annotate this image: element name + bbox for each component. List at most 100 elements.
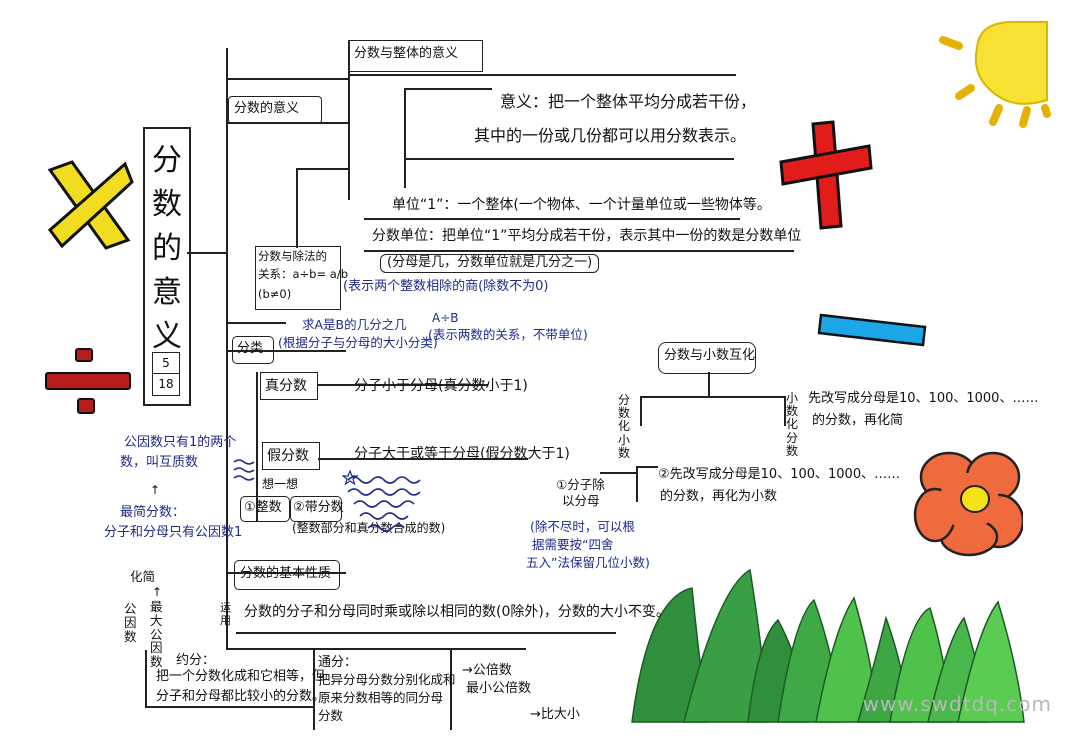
ratio-formula: A÷B <box>432 311 459 325</box>
grass-icon <box>631 568 1025 723</box>
simplest-line1: 最简分数： <box>120 505 186 520</box>
mixed-label-mixed: ②带分数 <box>293 500 344 515</box>
connector <box>236 632 616 634</box>
meaning-def-line1: 意义：把一个整体平均分成若干份， <box>500 92 757 111</box>
division-relation-line1: 分数与除法的 <box>258 249 327 263</box>
connector <box>364 218 740 220</box>
watermark: www.swdtdq.com <box>862 692 1052 716</box>
frac-to-dec-div-line1: ①分子除 <box>556 477 605 492</box>
reduce-def-line1: 把一个分数化成和它相等，但 <box>156 669 326 684</box>
connector <box>640 396 642 426</box>
connector <box>364 250 794 252</box>
interconvert-header-box <box>658 342 756 374</box>
connector <box>226 322 286 324</box>
divide-symbol-icon <box>45 348 131 414</box>
fraction-unit-text: 分数单位：把单位“1”平均分成若干份，表示其中一份的数是分数单位 <box>372 228 802 244</box>
connector <box>145 706 313 708</box>
frac-to-dec-note-line1: (除不尽时，可以根 <box>530 519 635 534</box>
classify-header-box <box>232 336 274 364</box>
division-note: (表示两个整数相除的商(除数不为0) <box>343 279 549 294</box>
title-char: 义 <box>152 319 182 354</box>
coprime-line1: 公因数只有1的两个 <box>124 435 237 450</box>
connector <box>784 396 786 426</box>
lcm-line1: →公倍数 <box>462 663 512 678</box>
proper-def: 分子小于分母(真分数小于1) <box>354 378 528 394</box>
dec-to-frac-vertical: 小数化分数 <box>786 391 799 458</box>
frac-to-dec-div-line2: 以分母 <box>562 493 600 508</box>
connector <box>404 158 734 160</box>
frac-to-dec-note-line2: 据需要按“四舍 <box>532 537 614 552</box>
lesson-numerator: 5 <box>162 356 170 370</box>
connector <box>404 88 492 90</box>
mixed-label-integer: ①整数 <box>244 500 282 515</box>
meaning-header: 分数的意义 <box>234 101 300 116</box>
connector <box>708 372 710 396</box>
improper-header: 假分数 <box>267 448 309 464</box>
connector <box>187 252 227 254</box>
classify-header: 分类 <box>237 341 264 356</box>
connector <box>318 384 488 386</box>
mixed-number-box <box>290 496 342 522</box>
frac-to-dec-vertical: 分数化小数 <box>618 393 631 460</box>
connector <box>226 122 348 124</box>
unit1-header: 分数与整体的意义 <box>354 46 459 61</box>
common-header: 通分： <box>318 655 358 670</box>
frac-to-dec-note-line3: 五入”法保留几位小数) <box>526 555 650 570</box>
basic-property-header: 分数的基本性质 <box>240 566 332 581</box>
connector <box>636 466 658 468</box>
reduce-header: 约分： <box>176 653 216 668</box>
connector <box>226 572 346 574</box>
wave-doodle <box>347 476 421 532</box>
connector <box>313 650 315 730</box>
connector <box>600 472 636 474</box>
simplest-label: 化简 <box>130 569 156 584</box>
connector <box>226 648 526 650</box>
connector <box>640 396 785 398</box>
meaning-header-box <box>228 96 322 124</box>
plus-symbol-icon <box>779 120 873 230</box>
apply-label: 运用 <box>220 601 231 627</box>
common-def-line1: 把异分母分数分别化成和 <box>318 672 456 687</box>
common-def-line3: 分数 <box>318 708 344 723</box>
fraction-of-number-line1: 求A是B的几分之几 <box>302 317 407 332</box>
reduce-def-line2: 分子和分母都比较小的分数。 <box>156 689 326 704</box>
basic-property-def: 分数的分子和分母同时乘或除以相同的数(0除外)，分数的大小不变。 <box>244 604 670 620</box>
connector <box>296 168 348 170</box>
interconvert-header: 分数与小数互化 <box>664 348 756 363</box>
connector <box>226 350 346 352</box>
proper-header: 真分数 <box>265 378 307 394</box>
ratio-note: (表示两数的关系，不带单位) <box>428 327 588 342</box>
connector <box>450 650 452 730</box>
gcd-vertical: 公因数 <box>124 601 137 644</box>
sun-icon <box>939 21 1051 128</box>
title-char: 分 <box>152 143 182 178</box>
integer-box <box>240 496 290 522</box>
minus-symbol-icon <box>817 313 927 347</box>
dec-to-frac-line2: 的分数，再化简 <box>812 413 904 428</box>
connector <box>348 40 350 200</box>
lesson-denominator: 18 <box>153 373 179 394</box>
coprime-line2: 数，叫互质数 <box>120 455 199 470</box>
connector <box>348 74 736 76</box>
connector <box>636 466 638 502</box>
arrow-up: ↑ <box>150 483 161 497</box>
multiply-symbol-icon <box>47 160 134 250</box>
proper-header-box <box>260 372 318 400</box>
compare-text: →比大小 <box>530 707 580 722</box>
meaning-def-line2: 其中的一份或几份都可以用分数表示。 <box>474 126 747 145</box>
connector <box>404 88 406 188</box>
frac-to-dec-alt-line1: ②先改写成分母是10、100、1000、…… <box>658 467 901 482</box>
lcm-line2: 最小公倍数 <box>466 681 532 696</box>
title-box: 分 数 的 意 义 <box>143 127 191 406</box>
connector <box>256 372 258 522</box>
improper-header-box <box>262 442 320 470</box>
connector <box>226 78 348 80</box>
frac-to-dec-alt-line2: 的分数，再化为小数 <box>660 489 778 504</box>
gcd-greatest-vertical: 最大公因数 <box>150 599 163 669</box>
unit1-header-box <box>349 40 483 72</box>
division-relation-box <box>255 246 341 310</box>
flower-icon <box>913 451 1023 557</box>
unit-one-text: 单位“1”：一个整体(一个物体、一个计量单位或一些物体等。 <box>392 197 771 213</box>
fraction-unit-note: (分母是几，分数单位就是几分之一) <box>380 254 600 273</box>
arrow-up: ↑ <box>152 585 163 599</box>
